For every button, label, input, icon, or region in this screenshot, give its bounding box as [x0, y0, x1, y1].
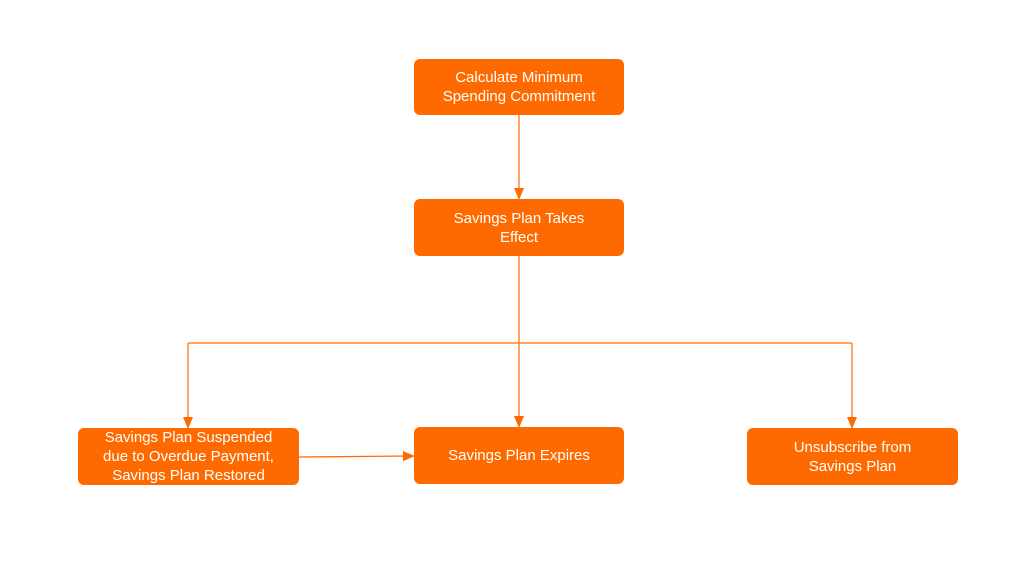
node-savings-plan-expires: Savings Plan Expires — [414, 427, 624, 484]
node-calculate-minimum-spending-commitment: Calculate Minimum Spending Commitment — [414, 59, 624, 115]
node-savings-plan-takes-effect: Savings Plan Takes Effect — [414, 199, 624, 256]
edge-suspended-to-expires — [298, 451, 415, 462]
node-label: Calculate Minimum Spending Commitment — [442, 69, 596, 105]
node-label: Savings Plan Suspended due to Overdue Pa… — [103, 429, 274, 484]
node-savings-plan-suspended: Savings Plan Suspended due to Overdue Pa… — [78, 428, 299, 485]
node-unsubscribe-from-savings-plan: Unsubscribe from Savings Plan — [747, 428, 958, 485]
node-label: Unsubscribe from Savings Plan — [793, 438, 912, 475]
node-label: Savings Plan Expires — [448, 447, 590, 464]
node-label: Savings Plan Takes Effect — [453, 209, 585, 246]
